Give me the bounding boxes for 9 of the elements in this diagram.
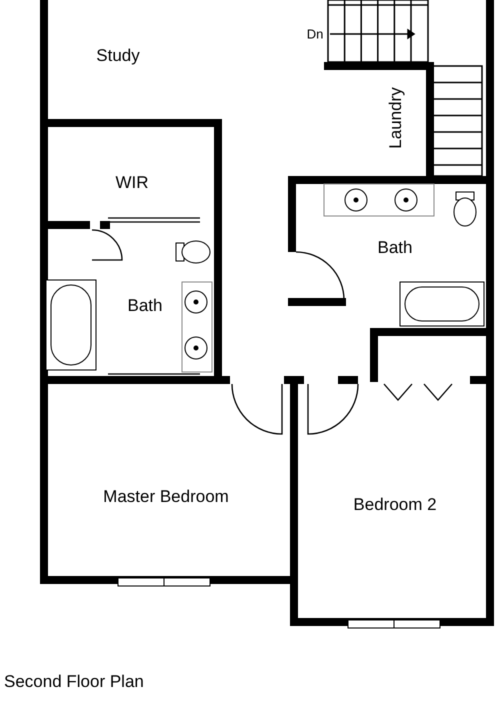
room-label: Bedroom 2: [353, 495, 437, 515]
room-label: WIR: [115, 173, 149, 193]
stair-direction-label: Dn: [306, 26, 324, 42]
room-label: Bath: [378, 238, 412, 258]
room-label: Laundry: [386, 87, 406, 149]
room-label: Master Bedroom: [103, 487, 229, 507]
room-label: Bath: [128, 296, 162, 316]
room-label: Study: [96, 46, 140, 66]
plan-caption: Second Floor Plan: [4, 672, 144, 692]
